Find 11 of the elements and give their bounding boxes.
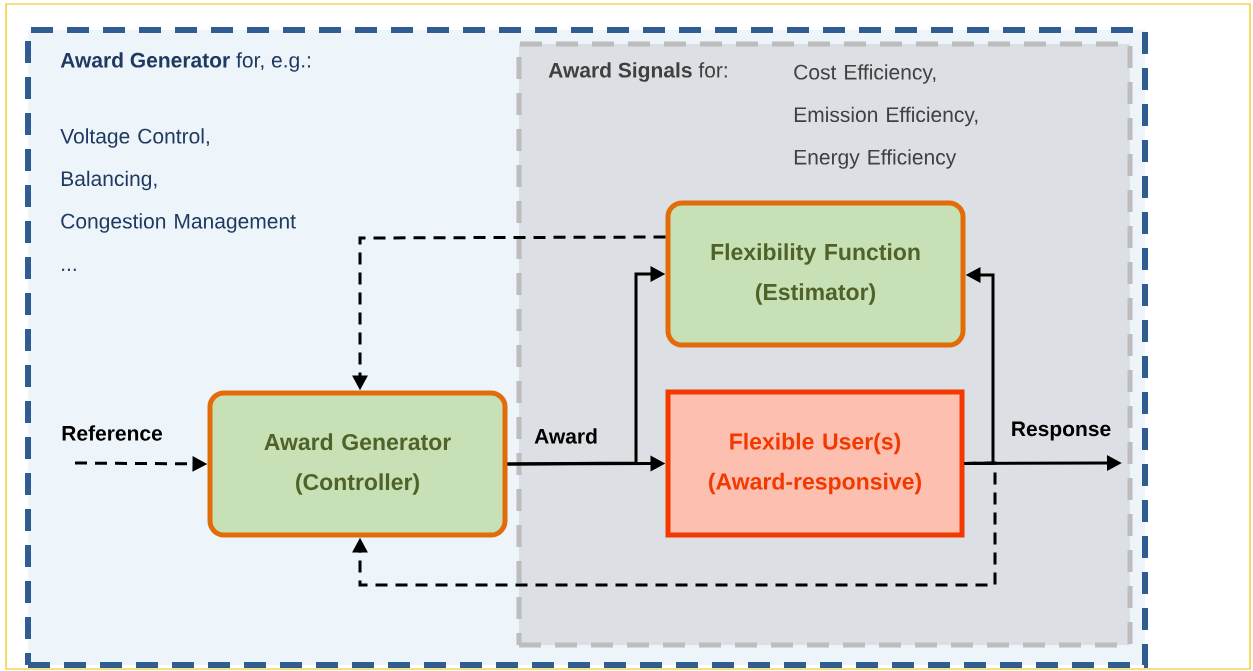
edge-label: Award [534,428,597,444]
edge-label: Response [1012,421,1111,441]
edge-label: Reference [62,425,163,441]
region-heading: Award Generator for, e.g.: [60,52,310,72]
item-list: Cost Efficiency, Emission Efficiency, Energy Efficiency [794,64,978,169]
item-list: Voltage Control, Balancing, Congestion Management ... [60,128,296,271]
process-box: Flexible User(s) (Award-responsive) [665,389,965,538]
region-heading: Award Signals for: [548,62,727,82]
process-box: Flexibility Function (Estimator) [665,200,966,348]
arrow [352,461,997,587]
process-box: Award Generator (Controller) [207,390,508,538]
